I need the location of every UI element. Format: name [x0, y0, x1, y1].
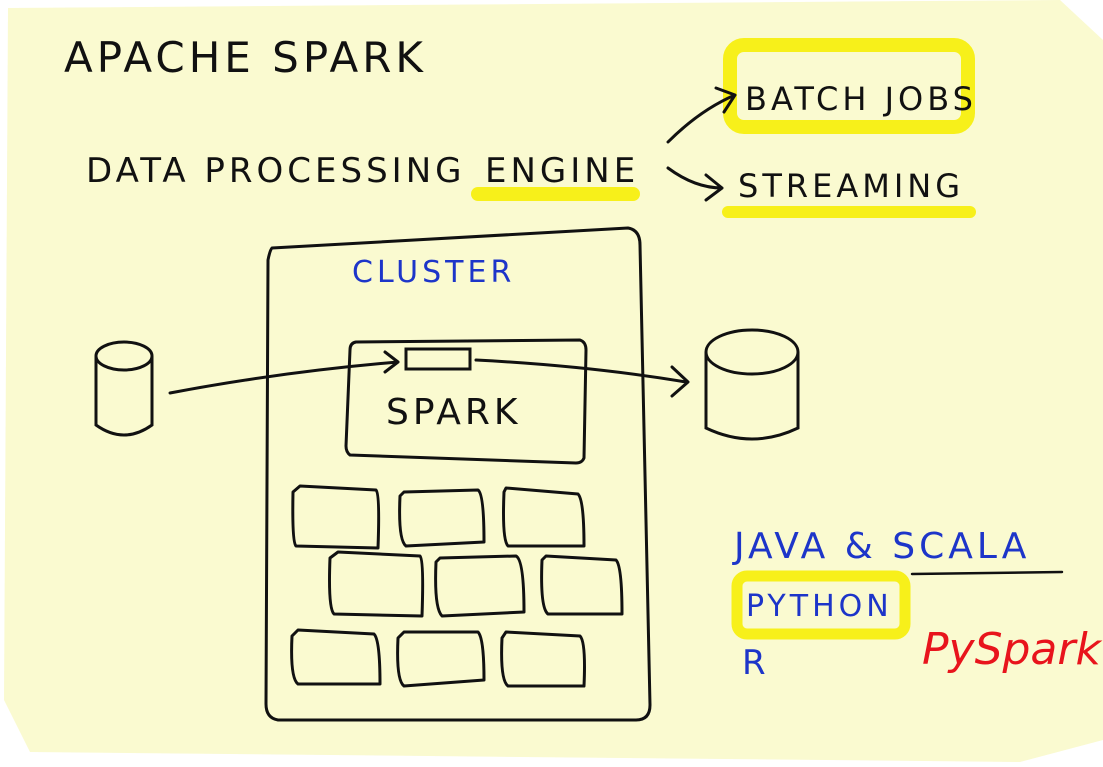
sink-database	[704, 328, 800, 441]
cluster-box	[264, 226, 652, 722]
arrow-spark-to-sink	[474, 358, 690, 398]
node	[434, 554, 526, 618]
definition-subject: DATA PROCESSING	[86, 151, 465, 191]
pyspark-note: PySpark	[922, 624, 1102, 675]
spark-label: SPARK	[386, 392, 522, 433]
highlights	[471, 38, 976, 640]
mode-arrows	[666, 86, 737, 202]
spark-box	[344, 338, 588, 465]
title: APACHE SPARK	[64, 33, 427, 82]
node	[396, 630, 486, 688]
scala-underline	[910, 570, 1064, 576]
python-highlight	[731, 570, 911, 640]
mode-batch: BATCH JOBS	[745, 80, 977, 118]
definition-keyword: ENGINE	[485, 151, 639, 191]
node	[290, 628, 382, 686]
cluster-nodes	[290, 484, 624, 688]
language-java-scala: JAVA & SCALA	[732, 526, 1030, 567]
mode-streaming: STREAMING	[738, 167, 964, 205]
spark-inner-rect	[404, 347, 472, 371]
node	[398, 488, 486, 548]
node	[328, 550, 425, 618]
arrow-to-streaming	[666, 166, 724, 202]
data-flow-arrows	[168, 350, 690, 398]
node	[502, 486, 586, 548]
arrow-to-batch	[666, 86, 737, 144]
language-r: R	[742, 643, 770, 683]
language-python: PYTHON	[746, 589, 893, 624]
node	[500, 630, 586, 688]
node	[540, 554, 624, 616]
batch-jobs-highlight	[723, 38, 975, 134]
node	[291, 484, 381, 550]
source-database	[94, 340, 154, 437]
cluster-label: CLUSTER	[352, 255, 515, 290]
arrow-source-to-spark	[168, 350, 400, 395]
